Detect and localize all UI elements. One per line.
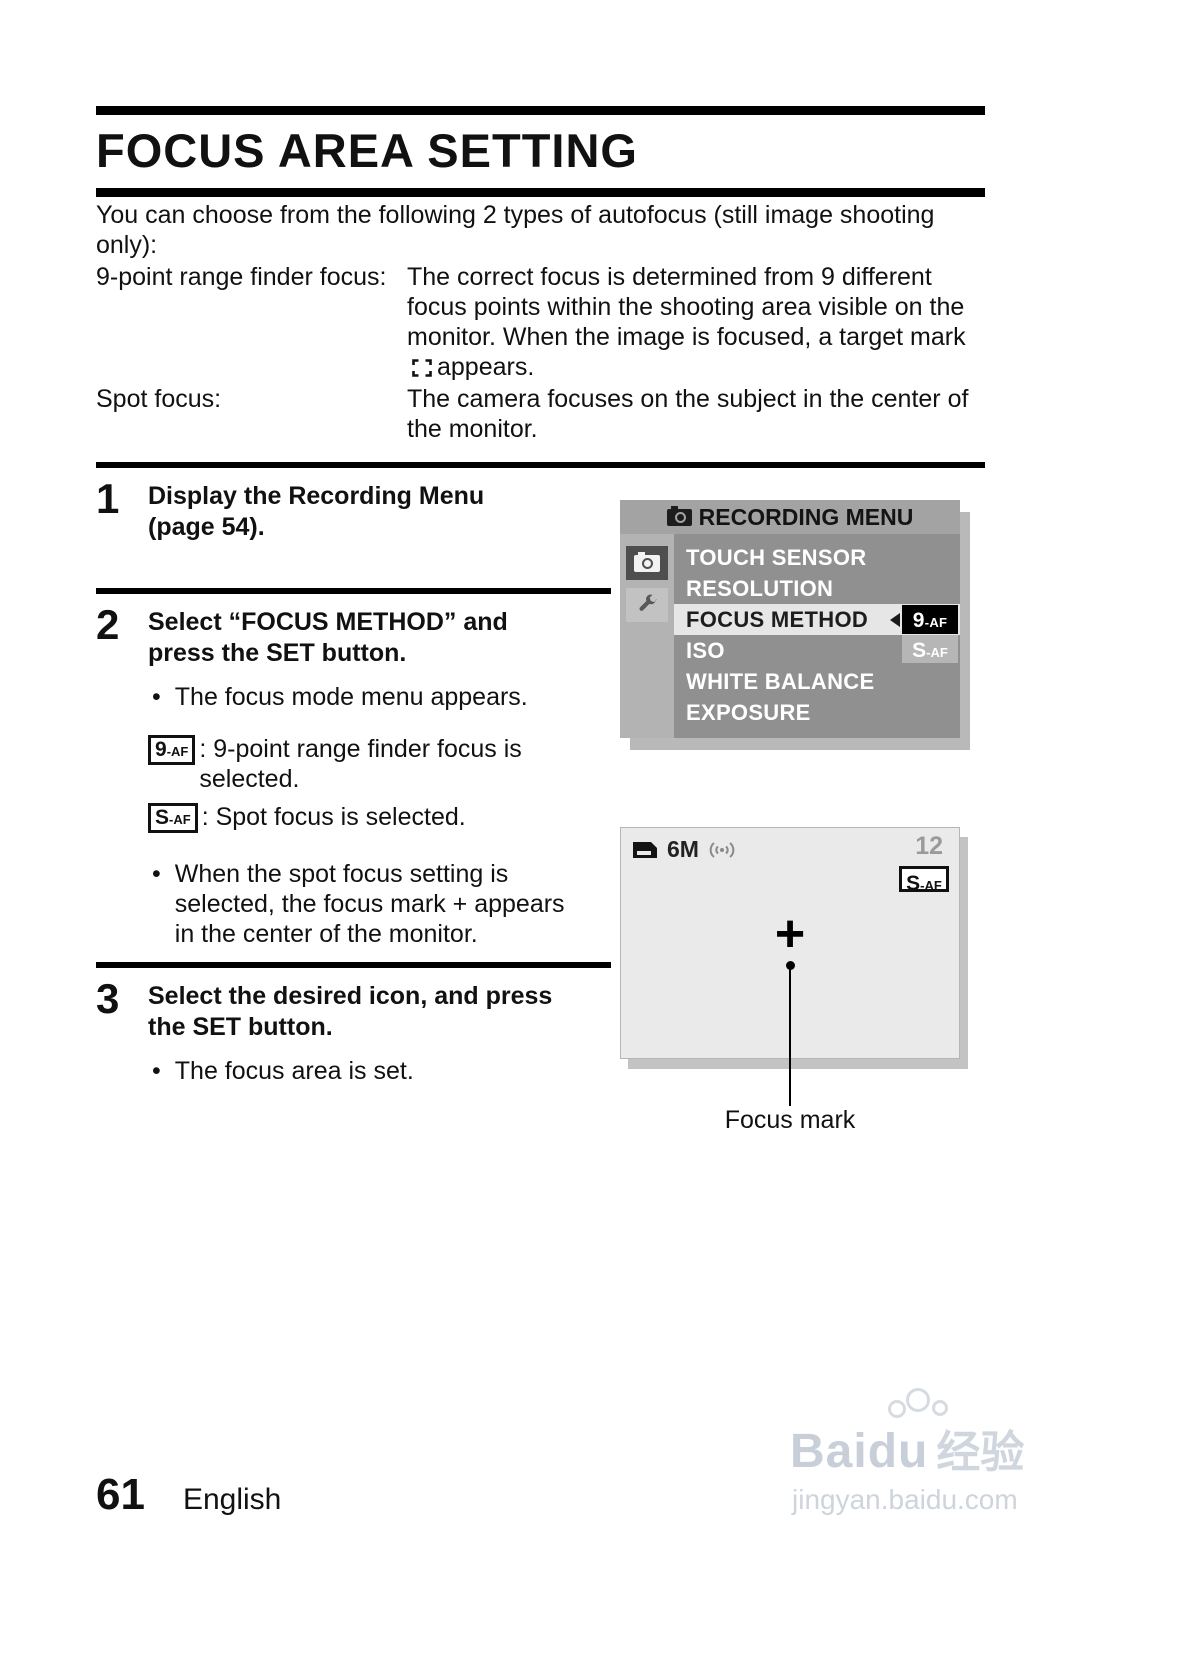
menu-item-iso: ISO (674, 635, 960, 666)
page-title: FOCUS AREA SETTING (96, 124, 638, 177)
language-label: English (182, 1483, 282, 1516)
bullet-text: The focus mode menu appears. (174, 683, 528, 711)
left-arrow-icon (890, 612, 900, 627)
menu-item-label: RESOLUTION (686, 575, 834, 601)
step-title: Display the Recording Menu (page 54). (148, 482, 485, 541)
definition-term: Spot focus: (96, 385, 222, 413)
recording-menu-body: TOUCH SENSOR RESOLUTION FOCUS METHOD 9-A… (620, 534, 960, 738)
menu-item-white-balance: WHITE BALANCE (674, 666, 960, 697)
callout-line (789, 963, 791, 1106)
intro-paragraph: You can choose from the following 2 type… (96, 201, 935, 259)
focus-mark: + (774, 905, 806, 963)
nine-af-icon: 9-AF (148, 735, 196, 765)
screen-status-left: 6M (631, 836, 737, 863)
recording-menu-title: RECORDING MENU (698, 503, 914, 530)
menu-item-resolution: RESOLUTION (674, 573, 960, 604)
nine-af-definition: 9-AF : 9-point range finder focus is sel… (148, 734, 611, 794)
step-bullet: The focus mode menu appears. (96, 682, 611, 712)
spot-af-icon: S-AF (148, 803, 198, 833)
nine-af-text: : 9-point range finder focus is selected… (199, 735, 522, 793)
definition-term: 9-point range finder focus: (96, 263, 387, 291)
definition-description: The camera focuses on the subject in the… (407, 385, 969, 443)
step-number: 3 (96, 975, 120, 1022)
watermark-brand: Baidu 经验 (790, 1416, 1024, 1480)
watermark-url: jingyan.baidu.com (792, 1484, 1018, 1515)
title-block: FOCUS AREA SETTING (96, 106, 985, 197)
shots-remaining: 12 (915, 832, 943, 860)
menu-item-label: ISO (686, 637, 725, 663)
recording-menu-screenshot: RECORDING MENU TOUCH SENSOR RESOLUTION F… (620, 500, 960, 738)
step-1: 1 Display the Recording Menu (page 54). (96, 462, 985, 543)
menu-item-touch-sensor: TOUCH SENSOR (674, 542, 960, 573)
resolution-indicator: 6M (667, 836, 699, 862)
remote-sensor-icon (709, 841, 735, 858)
step-number: 2 (96, 601, 120, 648)
step-number: 1 (96, 475, 120, 522)
step-rule (96, 962, 611, 968)
spot-af-definition: S-AF : Spot focus is selected. (148, 802, 611, 833)
nine-af-badge-selected: 9-AF (902, 605, 958, 634)
focus-method-value: 9-AF (890, 605, 958, 634)
menu-item-label: EXPOSURE (686, 699, 811, 725)
bubble-icon (932, 1400, 948, 1416)
menu-item-label: TOUCH SENSOR (686, 544, 867, 570)
step-rule (96, 462, 985, 468)
definition-text-after: appears. (437, 353, 535, 381)
step-3: 3 Select the desired icon, and press the… (96, 962, 611, 1086)
camera-icon (634, 551, 660, 572)
menu-item-label: WHITE BALANCE (686, 668, 875, 694)
definition-list: 9-point range finder focus: The correct … (96, 262, 985, 444)
title-rule-bottom (96, 188, 985, 197)
page-footer: 61 English (96, 1470, 281, 1520)
spot-af-mode-badge: S-AF (899, 866, 949, 895)
bubble-icon (906, 1388, 930, 1412)
step-title: Select “FOCUS METHOD” and press the SET … (148, 608, 508, 667)
definition-description: The correct focus is determined from 9 d… (407, 262, 985, 384)
menu-item-label: FOCUS METHOD (686, 606, 869, 632)
camera-tab (626, 546, 668, 580)
watermark-brand-en: Baidu (790, 1425, 929, 1478)
page-number: 61 (96, 1470, 145, 1519)
bubble-icon (888, 1400, 906, 1418)
focus-mark-caption: Focus mark (724, 1106, 856, 1134)
step-rule (96, 588, 611, 594)
bullet-text: The focus area is set. (174, 1057, 414, 1085)
camera-icon (666, 505, 692, 526)
menu-item-focus-method: FOCUS METHOD 9-AF (674, 604, 960, 635)
baidu-watermark: Baidu 经验 jingyan.baidu.com (790, 1388, 1120, 1518)
memory-card-icon (633, 841, 657, 858)
wrench-icon (639, 594, 657, 611)
bullet-text: When the spot focus setting is selected,… (174, 860, 565, 948)
step-bullet: The focus area is set. (96, 1056, 611, 1086)
definition-row: Spot focus: The camera focuses on the su… (96, 384, 985, 444)
title-rule-top (96, 106, 985, 115)
menu-item-list: TOUCH SENSOR RESOLUTION FOCUS METHOD 9-A… (674, 534, 960, 738)
step-2: 2 Select “FOCUS METHOD” and press the SE… (96, 588, 611, 949)
spot-af-badge-option: S-AF (902, 635, 958, 663)
menu-item-exposure: EXPOSURE (674, 697, 960, 728)
spot-af-text: : Spot focus is selected. (201, 803, 466, 831)
step-bullet: When the spot focus setting is selected,… (96, 859, 611, 949)
step-title: Select the desired icon, and press the S… (148, 982, 553, 1041)
definition-text-before: The correct focus is determined from 9 d… (407, 263, 966, 351)
watermark-brand-cn: 经验 (936, 1428, 1025, 1477)
definition-row: 9-point range finder focus: The correct … (96, 262, 985, 384)
target-mark-icon (412, 354, 432, 384)
recording-menu-header: RECORDING MENU (620, 500, 960, 534)
menu-sidebar (620, 534, 674, 738)
settings-tab (626, 588, 668, 622)
